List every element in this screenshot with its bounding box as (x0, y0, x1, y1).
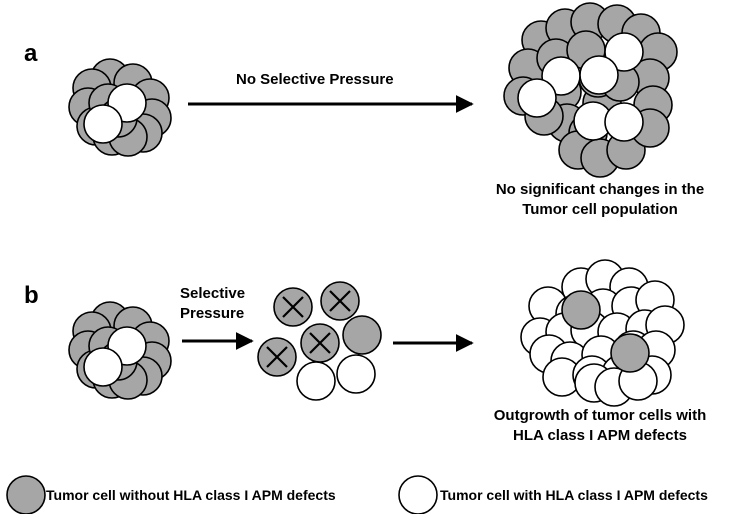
panel-a-arrow-label: No Selective Pressure (236, 71, 394, 88)
tumor-cluster-initial-a (83, 104, 123, 144)
panel-b-caption-line2: HLA class I APM defects (513, 427, 687, 444)
dead-cell-cross-icon (266, 346, 288, 368)
tumor-cluster-after-no-pressure (579, 55, 619, 95)
dead-cell-cross-icon (309, 332, 331, 354)
tumor-cluster-initial-b (83, 347, 123, 387)
legend-white-cell (398, 475, 438, 514)
panel-a-letter: a (24, 40, 38, 67)
panel-b-caption-line1: Outgrowth of tumor cells with (493, 407, 707, 424)
legend-white-label: Tumor cell with HLA class I APM defects (440, 487, 708, 503)
legend-gray-label: Tumor cell without HLA class I APM defec… (46, 487, 336, 503)
tumor-cells-under-pressure (342, 315, 382, 355)
tumor-cells-under-pressure (296, 361, 336, 401)
tumor-cluster-after-no-pressure (517, 78, 557, 118)
panel-b-arrow-label-line2: Pressure (180, 305, 245, 322)
tumor-cluster-after-no-pressure (604, 32, 644, 72)
tumor-cluster-outgrowth (561, 290, 601, 330)
panel-b-letter: b (24, 282, 39, 309)
dead-cell-cross-icon (282, 296, 304, 318)
panel-b-arrow-label-line1: Selective (180, 285, 246, 302)
tumor-cluster-outgrowth (610, 333, 650, 373)
panel-a-caption-line2: Tumor cell population (522, 201, 678, 218)
tumor-cells-under-pressure (336, 354, 376, 394)
panel-a-caption-line1: No significant changes in the (495, 181, 705, 198)
legend-gray-cell (6, 475, 46, 514)
dead-cell-cross-icon (329, 290, 351, 312)
tumor-cluster-after-no-pressure (604, 102, 644, 142)
